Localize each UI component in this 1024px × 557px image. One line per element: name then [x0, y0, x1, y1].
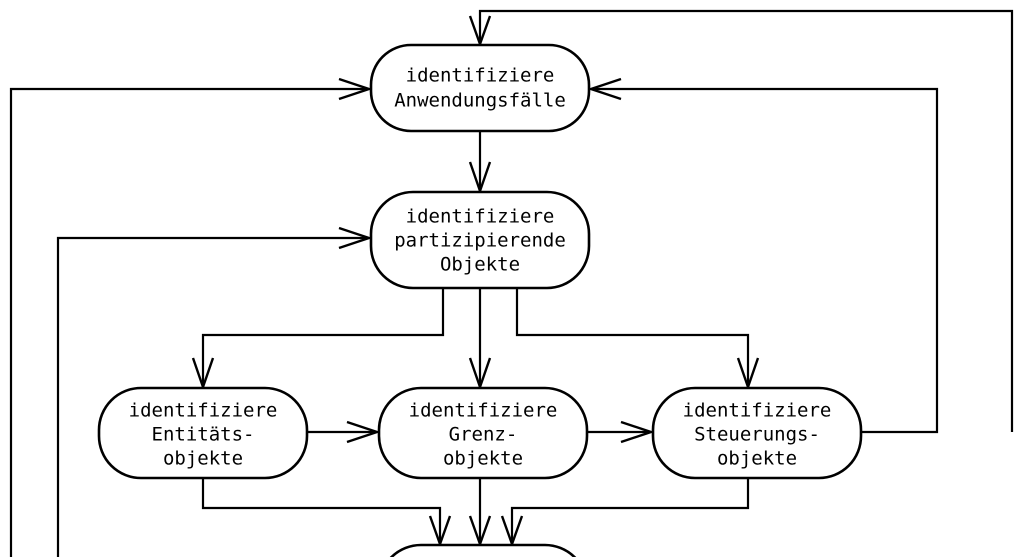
edge-entitaets-to-grenz-arrowhead	[346, 420, 381, 444]
node-partizipierende-objekte-shape	[369, 190, 591, 290]
node-bottom-cut-off-shape	[389, 543, 577, 557]
node-steuerungsobjekte[interactable]: identifiziere Steuerungs- objekte	[651, 386, 863, 480]
node-layer: identifiziere Anwendungsfälle identifizi…	[97, 43, 863, 557]
node-steuerungsobjekte-shape	[651, 386, 863, 480]
node-steuerungsobjekte-line-1: Steuerungs-	[694, 424, 820, 446]
edge-left-inner-to-partizipierende-path	[56, 236, 367, 557]
edge-left-outer-to-anwendungsfaelle-path	[9, 87, 367, 557]
node-grenzobjekte-shape	[377, 386, 589, 480]
edge-left-inner-to-partizipierende-arrowhead	[338, 226, 373, 250]
node-grenzobjekte[interactable]: identifiziere Grenz- objekte	[377, 386, 589, 480]
edge-partizipierende-to-entitaets-path	[201, 288, 445, 388]
edge-steuerung-to-anwendungsfaelle-arrowhead	[587, 77, 622, 101]
edge-steuerungs-to-bottom-path	[510, 478, 750, 545]
edge-entitaets-to-bottom-path	[201, 478, 442, 545]
edge-partizipierende-to-steuerungs-path	[515, 288, 750, 388]
node-anwendungsfaelle-line-1: Anwendungsfälle	[394, 90, 566, 112]
node-entitaetsobjekte-line-2: objekte	[163, 448, 243, 470]
edge-steuerung-to-anwendungsfaelle-path	[593, 87, 939, 434]
node-anwendungsfaelle-shape	[369, 43, 591, 133]
node-grenzobjekte-line-1: Grenz-	[449, 424, 518, 446]
node-steuerungsobjekte-line-0: identifiziere	[683, 400, 832, 422]
node-bottom-cut-off[interactable]	[379, 543, 587, 557]
node-steuerungsobjekte-line-2: objekte	[717, 448, 797, 470]
node-partizipierende-objekte[interactable]: identifiziere partizipierende Objekte	[369, 190, 591, 290]
node-anwendungsfaelle[interactable]: identifiziere Anwendungsfälle	[369, 43, 591, 133]
edge-top-return-to-anwendungsfaelle-path	[478, 9, 1014, 432]
node-entitaetsobjekte[interactable]: identifiziere Entitäts- objekte	[97, 386, 309, 480]
node-grenzobjekte-line-2: objekte	[443, 448, 523, 470]
edge-grenz-to-steuerungs-arrowhead	[620, 420, 655, 444]
edge-layer	[9, 9, 1014, 557]
node-anwendungsfaelle-line-0: identifiziere	[406, 65, 555, 87]
node-entitaetsobjekte-line-1: Entitäts-	[152, 424, 255, 446]
node-partizipierende-objekte-line-2: Objekte	[440, 254, 520, 276]
node-partizipierende-objekte-line-0: identifiziere	[406, 206, 555, 228]
node-entitaetsobjekte-shape	[97, 386, 309, 480]
node-entitaetsobjekte-line-0: identifiziere	[129, 400, 278, 422]
node-partizipierende-objekte-line-1: partizipierende	[394, 230, 566, 252]
edge-left-outer-to-anwendungsfaelle-arrowhead	[338, 77, 373, 101]
node-grenzobjekte-line-0: identifiziere	[409, 400, 558, 422]
